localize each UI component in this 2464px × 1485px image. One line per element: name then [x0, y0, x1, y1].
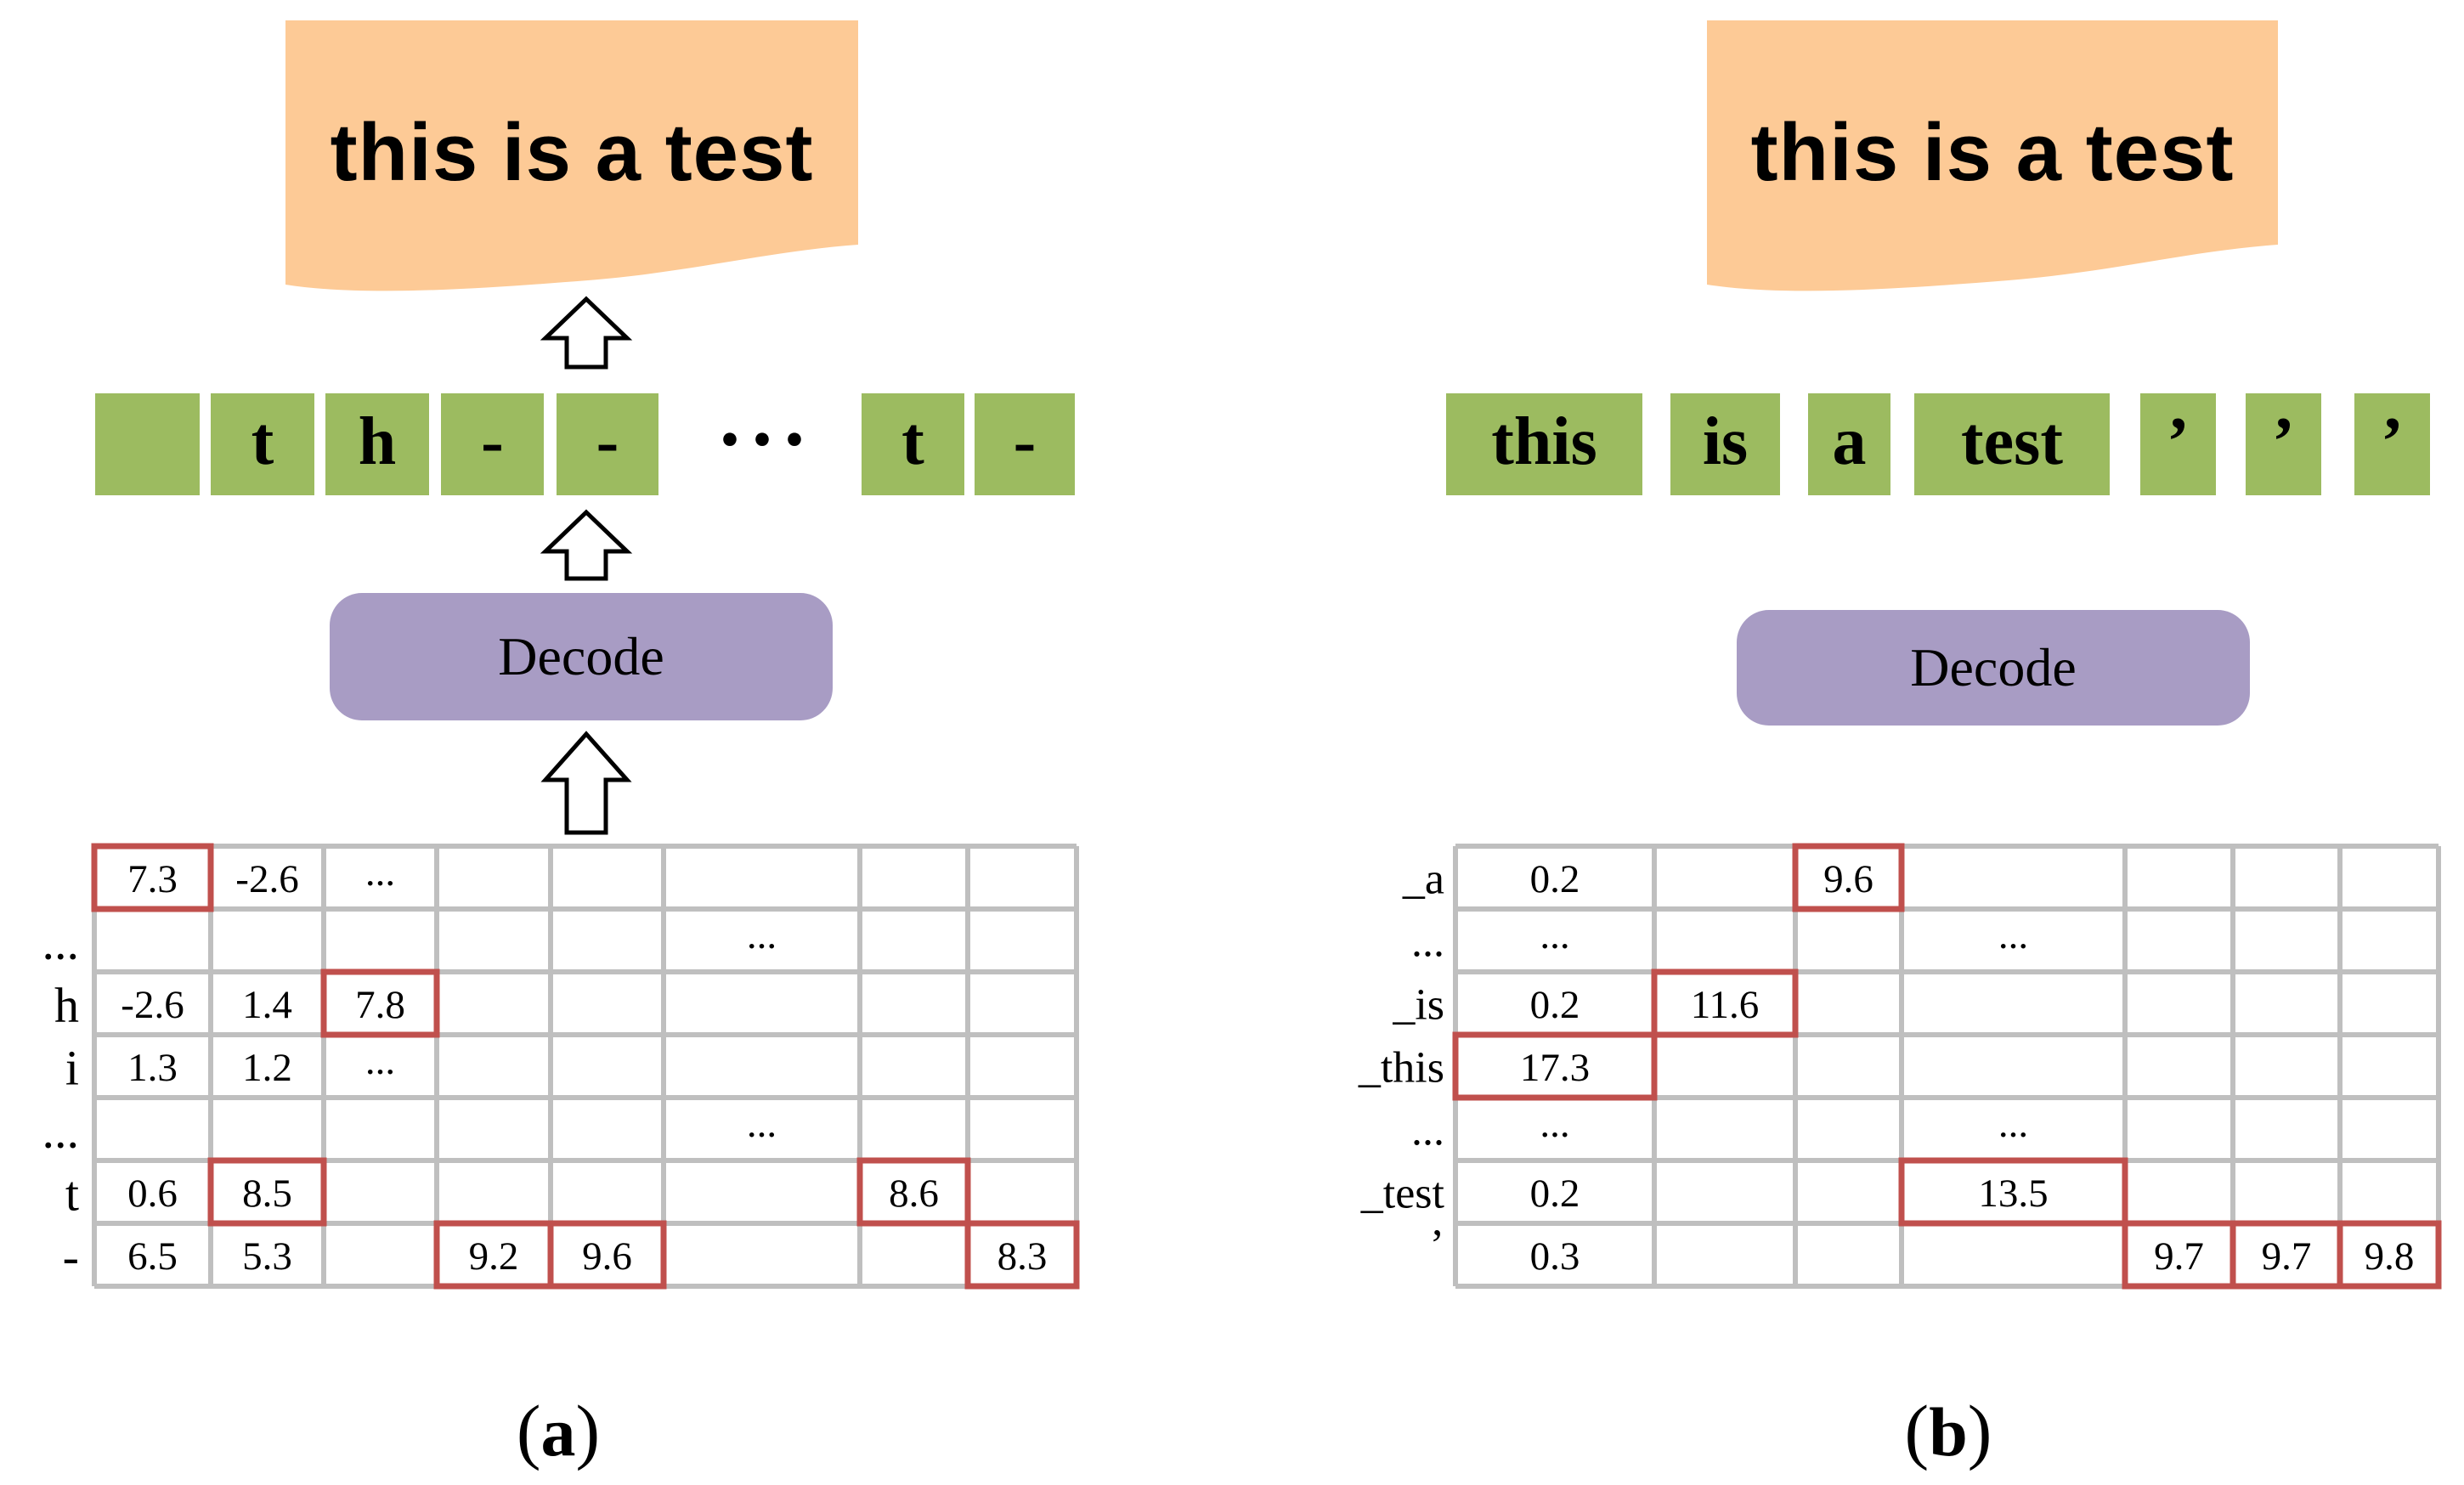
cell-value: 0.2 — [1530, 983, 1580, 1027]
highlighted-cell — [1792, 843, 1905, 912]
cell-value: 9.8 — [2365, 1234, 2415, 1279]
cell-value: 7.8 — [355, 983, 405, 1027]
cell-value: 0.2 — [1530, 857, 1580, 901]
highlighted-cell — [2337, 1220, 2442, 1290]
highlighted-cell — [856, 1157, 971, 1227]
table-grid — [1453, 844, 2441, 1289]
row-label: ... — [1411, 918, 1444, 967]
cell-ellipsis: ... — [365, 1039, 395, 1083]
cell-value: 8.6 — [889, 1172, 939, 1216]
row-label: _is — [1392, 981, 1444, 1030]
highlighted-cell — [1452, 1031, 1658, 1101]
highlighted-cell — [207, 1157, 327, 1227]
cell-value: -2.6 — [235, 857, 298, 901]
row-label: h — [54, 978, 79, 1033]
cell-ellipsis: ... — [1540, 1102, 1569, 1146]
cell-value: 9.7 — [2154, 1234, 2204, 1279]
cell-value: 0.2 — [1530, 1172, 1580, 1216]
cell-ellipsis: ... — [365, 850, 395, 895]
row-label: - — [63, 1229, 79, 1285]
cell-value: 5.3 — [242, 1234, 292, 1279]
row-label: ... — [42, 915, 80, 970]
row-label: i — [65, 1041, 79, 1096]
row-label: _test — [1360, 1170, 1445, 1218]
highlighted-cell — [320, 968, 440, 1038]
cell-value: 7.3 — [127, 857, 178, 901]
cell-value: 1.3 — [127, 1046, 178, 1090]
highlighted-cell — [1898, 1157, 2128, 1227]
cell-value: 8.3 — [997, 1234, 1048, 1279]
cell-value: 1.2 — [242, 1046, 292, 1090]
cell-value: 0.6 — [127, 1172, 178, 1216]
highlighted-cell — [547, 1220, 667, 1290]
row-label: t — [65, 1166, 79, 1222]
highlighted-cell — [1651, 968, 1799, 1038]
cell-ellipsis: ... — [1998, 1102, 2028, 1146]
cell-value: 9.7 — [2262, 1234, 2312, 1279]
row-label: ’ — [1430, 1222, 1444, 1270]
cell-value: 8.5 — [242, 1172, 292, 1216]
cell-value: 6.5 — [127, 1234, 178, 1279]
cell-ellipsis: ... — [1998, 913, 2028, 957]
cell-value: 9.6 — [582, 1234, 632, 1279]
row-label: ... — [42, 1104, 80, 1159]
cell-value: 9.2 — [469, 1234, 519, 1279]
cell-value: -2.6 — [121, 983, 184, 1027]
highlighted-cell — [964, 1220, 1080, 1290]
cell-ellipsis: ... — [1540, 913, 1569, 957]
cell-value: 11.6 — [1691, 983, 1760, 1027]
cell-ellipsis: ... — [747, 913, 777, 957]
cell-value: 1.4 — [242, 983, 292, 1027]
cell-value: 0.3 — [1530, 1234, 1580, 1279]
highlighted-cell — [91, 843, 214, 912]
row-label: _this — [1358, 1044, 1444, 1093]
cell-ellipsis: ... — [747, 1102, 777, 1146]
row-label: ... — [1411, 1107, 1444, 1155]
row-label: _a — [1402, 855, 1444, 904]
cell-value: 17.3 — [1520, 1046, 1590, 1090]
cell-value: 13.5 — [1978, 1172, 2048, 1216]
cell-value: 9.6 — [1823, 857, 1873, 901]
